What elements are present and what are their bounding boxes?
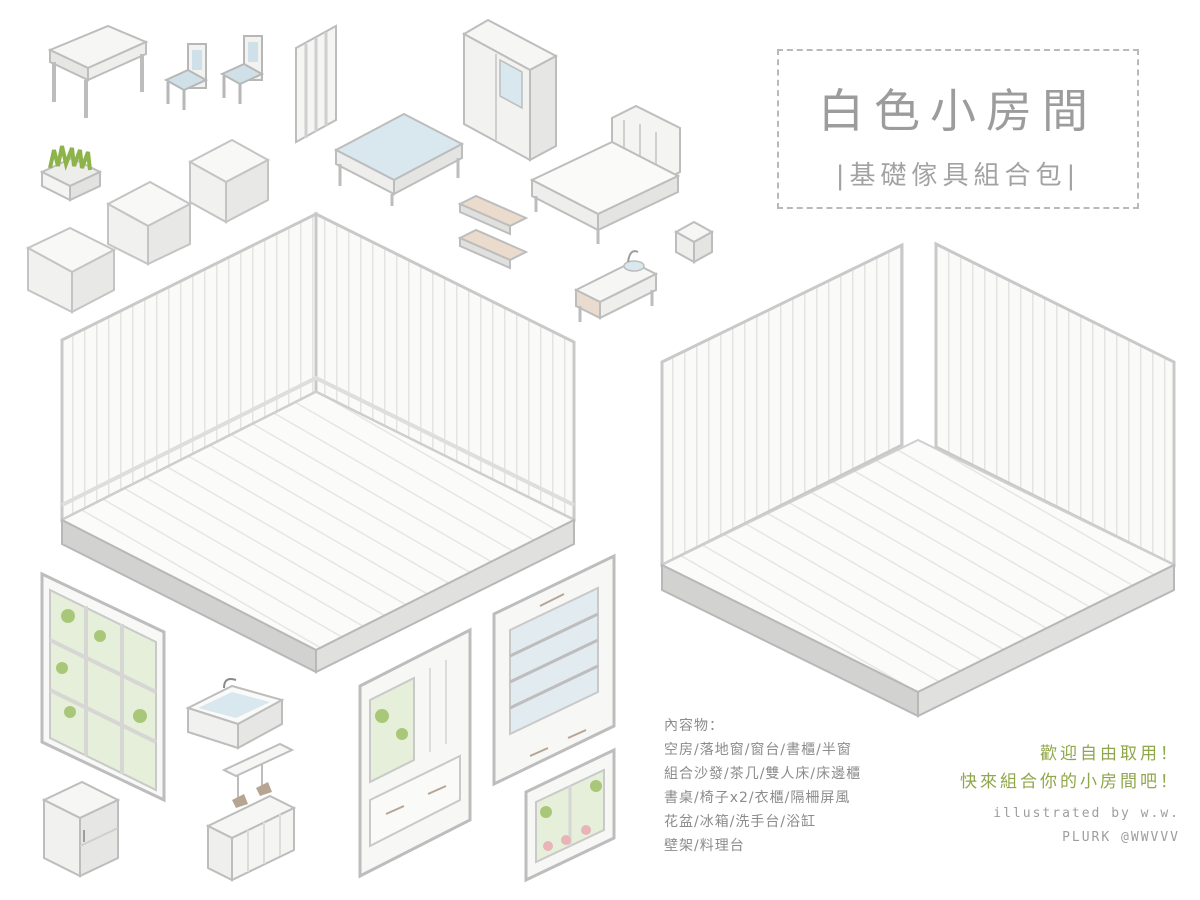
chair-icon (219, 35, 265, 104)
screen-icon (295, 24, 337, 144)
credit-line: illustrated by w.w. (993, 806, 1180, 821)
sofa-icon (105, 180, 193, 266)
sink-icon (573, 250, 659, 322)
plant-pot-icon (39, 145, 103, 202)
sofa-icon (187, 138, 271, 224)
welcome-line: 快來組合你的小房間吧！ (960, 772, 1180, 792)
fridge-icon (41, 780, 121, 878)
welcome-message: 歡迎自由取用！ 快來組合你的小房間吧！ (960, 740, 1180, 796)
title-box: 白色小房間 |基礎傢具組合包| (777, 49, 1139, 209)
bookcase-icon (492, 553, 616, 787)
desk-icon (47, 24, 149, 118)
bathtub-icon (185, 678, 285, 750)
credit-line: PLURK @WWVVV (1062, 830, 1180, 845)
wall-shelf-icon (457, 228, 529, 270)
chair-icon (163, 43, 209, 110)
credit: illustrated by w.w. PLURK @WWVVV (993, 802, 1180, 850)
list-item: 組合沙發/茶几/雙人床/床邊櫃 (664, 766, 862, 782)
half-window-icon (524, 747, 616, 883)
wardrobe-icon (461, 18, 559, 162)
contents-heading: 內容物： (664, 718, 724, 734)
empty-room-icon (59, 211, 577, 674)
sofa-icon (25, 226, 117, 314)
coffee-table-icon (333, 112, 465, 206)
list-item: 空房/落地窗/窗台/書櫃/半窗 (664, 742, 852, 758)
list-item: 書桌/椅子x2/衣櫃/隔柵屏風 (664, 790, 851, 806)
empty-room-icon (659, 241, 1177, 718)
french-window-icon (40, 571, 166, 803)
nightstand-icon (673, 220, 715, 264)
bed-icon (529, 104, 681, 244)
wall-shelf-icon (457, 194, 529, 236)
page-subtitle: |基礎傢具組合包| (835, 161, 1081, 191)
contents-list: 內容物： 空房/落地窗/窗台/書櫃/半窗 組合沙發/茶几/雙人床/床邊櫃 書桌/… (664, 714, 924, 858)
list-item: 花盆/冰箱/洗手台/浴缸 (664, 814, 817, 830)
page-title: 白色小房間 (818, 84, 1098, 138)
kitchen-counter-icon (205, 742, 297, 882)
window-seat-icon (358, 627, 472, 879)
welcome-line: 歡迎自由取用！ (1040, 744, 1180, 764)
list-item: 壁架/料理台 (664, 838, 745, 854)
